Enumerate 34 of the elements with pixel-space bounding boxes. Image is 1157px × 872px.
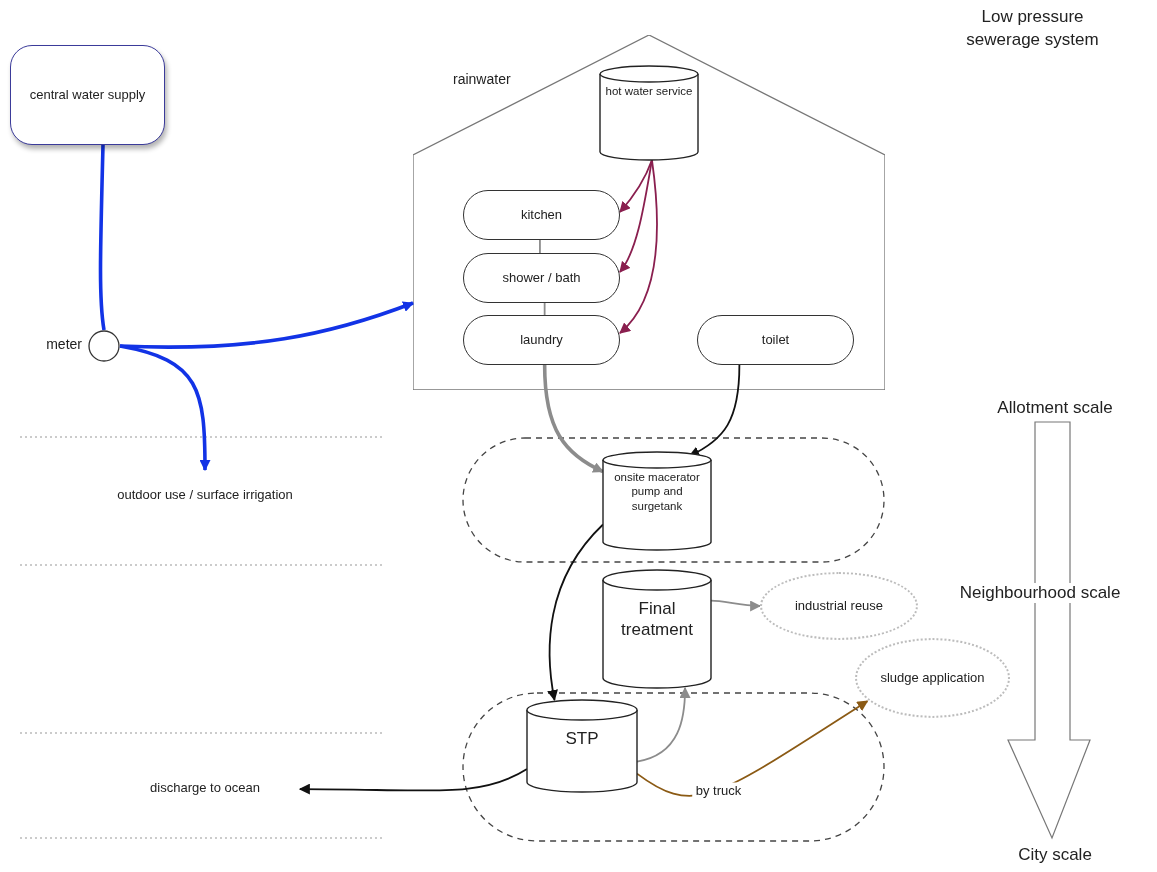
flow-arrow bbox=[298, 768, 528, 795]
node-label: laundry bbox=[520, 331, 563, 349]
node-label: STP bbox=[565, 728, 599, 750]
node-label: central water supply bbox=[29, 86, 146, 104]
connector-line bbox=[98, 144, 106, 331]
house-heading: rainwater bbox=[453, 71, 511, 89]
node-label: hot water service bbox=[605, 84, 693, 99]
flow-arrow bbox=[542, 364, 604, 474]
diagram-title: Low pressure sewerage system bbox=[965, 6, 1100, 51]
flow-arrow bbox=[119, 344, 211, 472]
room-box bbox=[463, 190, 620, 240]
flow-arrow bbox=[636, 686, 691, 763]
connector-line bbox=[539, 239, 541, 254]
flow-arrow bbox=[619, 159, 658, 334]
flow-arrow bbox=[710, 599, 762, 612]
connector-line bbox=[543, 302, 546, 316]
room-box bbox=[463, 253, 620, 303]
node-label: toilet bbox=[761, 331, 790, 349]
node-label: industrial reuse bbox=[794, 597, 884, 615]
meter-label: meter bbox=[46, 336, 82, 352]
edge-label: by truck bbox=[692, 782, 745, 798]
room-box bbox=[697, 315, 854, 365]
flow-arrow bbox=[619, 159, 653, 213]
node-label: discharge to ocean bbox=[150, 779, 260, 797]
node-label: sludge application bbox=[880, 669, 985, 687]
node-label: shower / bath bbox=[502, 269, 581, 287]
node-label: kitchen bbox=[520, 206, 563, 224]
node-label: onsite macerator pump and surgetank bbox=[613, 470, 701, 514]
supply-box bbox=[10, 45, 165, 145]
node-label: outdoor use / surface irrigation bbox=[117, 486, 293, 504]
flow-arrow bbox=[547, 523, 604, 702]
node-label: Final treatment bbox=[620, 598, 694, 641]
scale-label: City scale bbox=[1016, 845, 1094, 865]
room-box bbox=[463, 315, 620, 365]
